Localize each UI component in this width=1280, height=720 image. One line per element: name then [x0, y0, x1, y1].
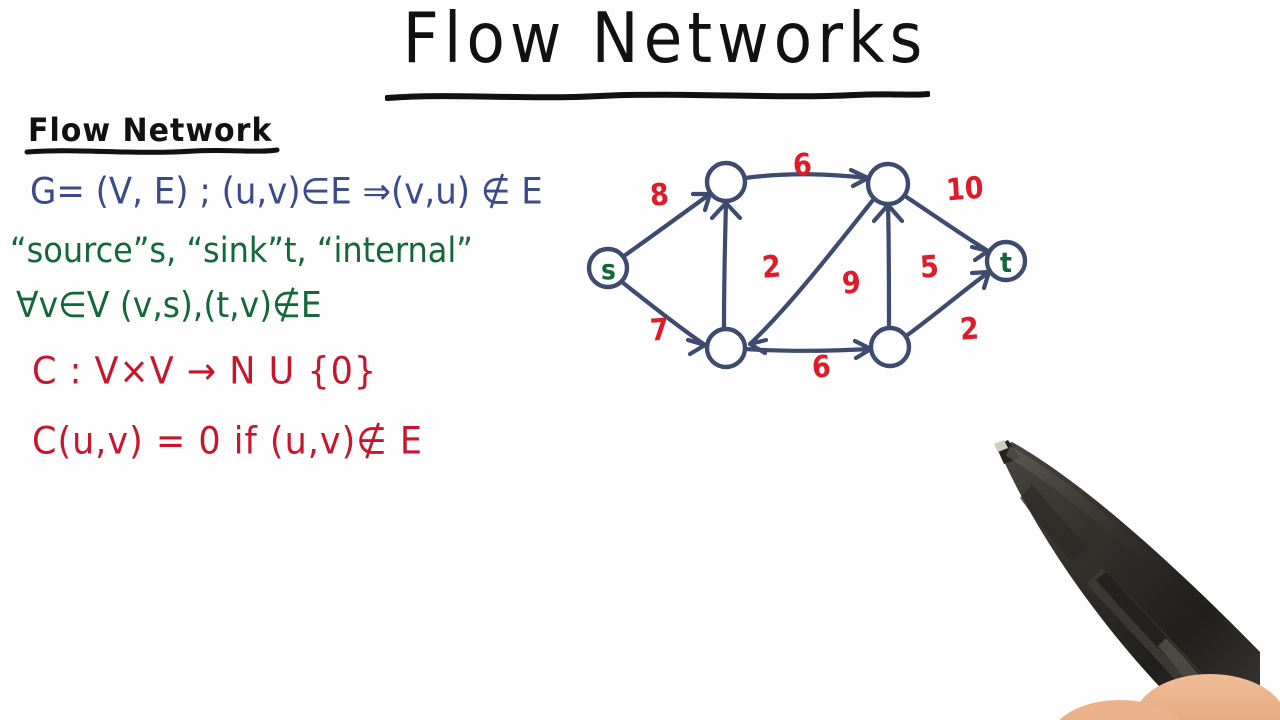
stylus-body	[994, 440, 1260, 720]
stylus-pen	[994, 440, 1280, 720]
edge-s-v3	[619, 279, 708, 357]
edge-capacity-v1-v2: 6	[791, 147, 813, 184]
edge-v1-v2	[742, 167, 871, 189]
hand	[1059, 674, 1280, 720]
node-t[interactable]	[984, 239, 1028, 283]
node-label-s: s	[601, 253, 616, 286]
note-line-forall-v: ∀v∈V (v,s),(t,v)∉E	[16, 283, 322, 326]
node-v4[interactable]	[868, 325, 912, 369]
note-heading: Flow Network	[28, 111, 273, 150]
node-v1[interactable]	[704, 160, 748, 204]
flow-network-graph: .ink { stroke:#3f4b6e; fill:none; stroke…	[586, 160, 1028, 370]
edge-capacity-v2-v3: 2	[760, 249, 782, 286]
edge-v2-t	[902, 193, 991, 263]
node-s[interactable]	[586, 246, 630, 290]
note-heading-underline	[24, 147, 280, 155]
title-underline	[385, 91, 930, 101]
edge-capacity-v3-v4: 6	[810, 349, 832, 386]
edge-v4-v2	[871, 202, 905, 332]
edge-capacity-v4-v2: 9	[840, 265, 862, 302]
edge-capacity-s-v1: 8	[648, 177, 670, 214]
edge-capacity-v4-t-upper: 5	[918, 249, 940, 286]
note-line-source-sink: “source”s, “sink”t, “internal”	[10, 229, 473, 271]
node-v3[interactable]	[704, 326, 748, 370]
edge-capacity-s-v3: 7	[648, 312, 670, 349]
edge-capacity-v2-t: 10	[944, 170, 985, 209]
edge-capacity-v4-t-lower: 2	[958, 311, 980, 348]
note-line-capacity-zero: C(u,v) = 0 if (u,v)∉ E	[32, 420, 423, 464]
node-label-t: t	[1000, 246, 1012, 279]
edge-v4-t	[903, 269, 992, 339]
note-line-capacity-fn: C : V×V → N U {0}	[32, 350, 378, 394]
note-line-graph-def: G= (V, E) ; (u,v)∈E ⇒(v,u) ∉ E	[30, 170, 543, 214]
page-title: Flow Networks	[402, 0, 928, 79]
edge-v3-v1	[709, 200, 743, 333]
edge-s-v1	[621, 191, 713, 259]
node-v2[interactable]	[865, 161, 911, 207]
edge-v3-v4	[742, 338, 874, 361]
page-title-block: Flow Networks	[385, 2, 945, 101]
